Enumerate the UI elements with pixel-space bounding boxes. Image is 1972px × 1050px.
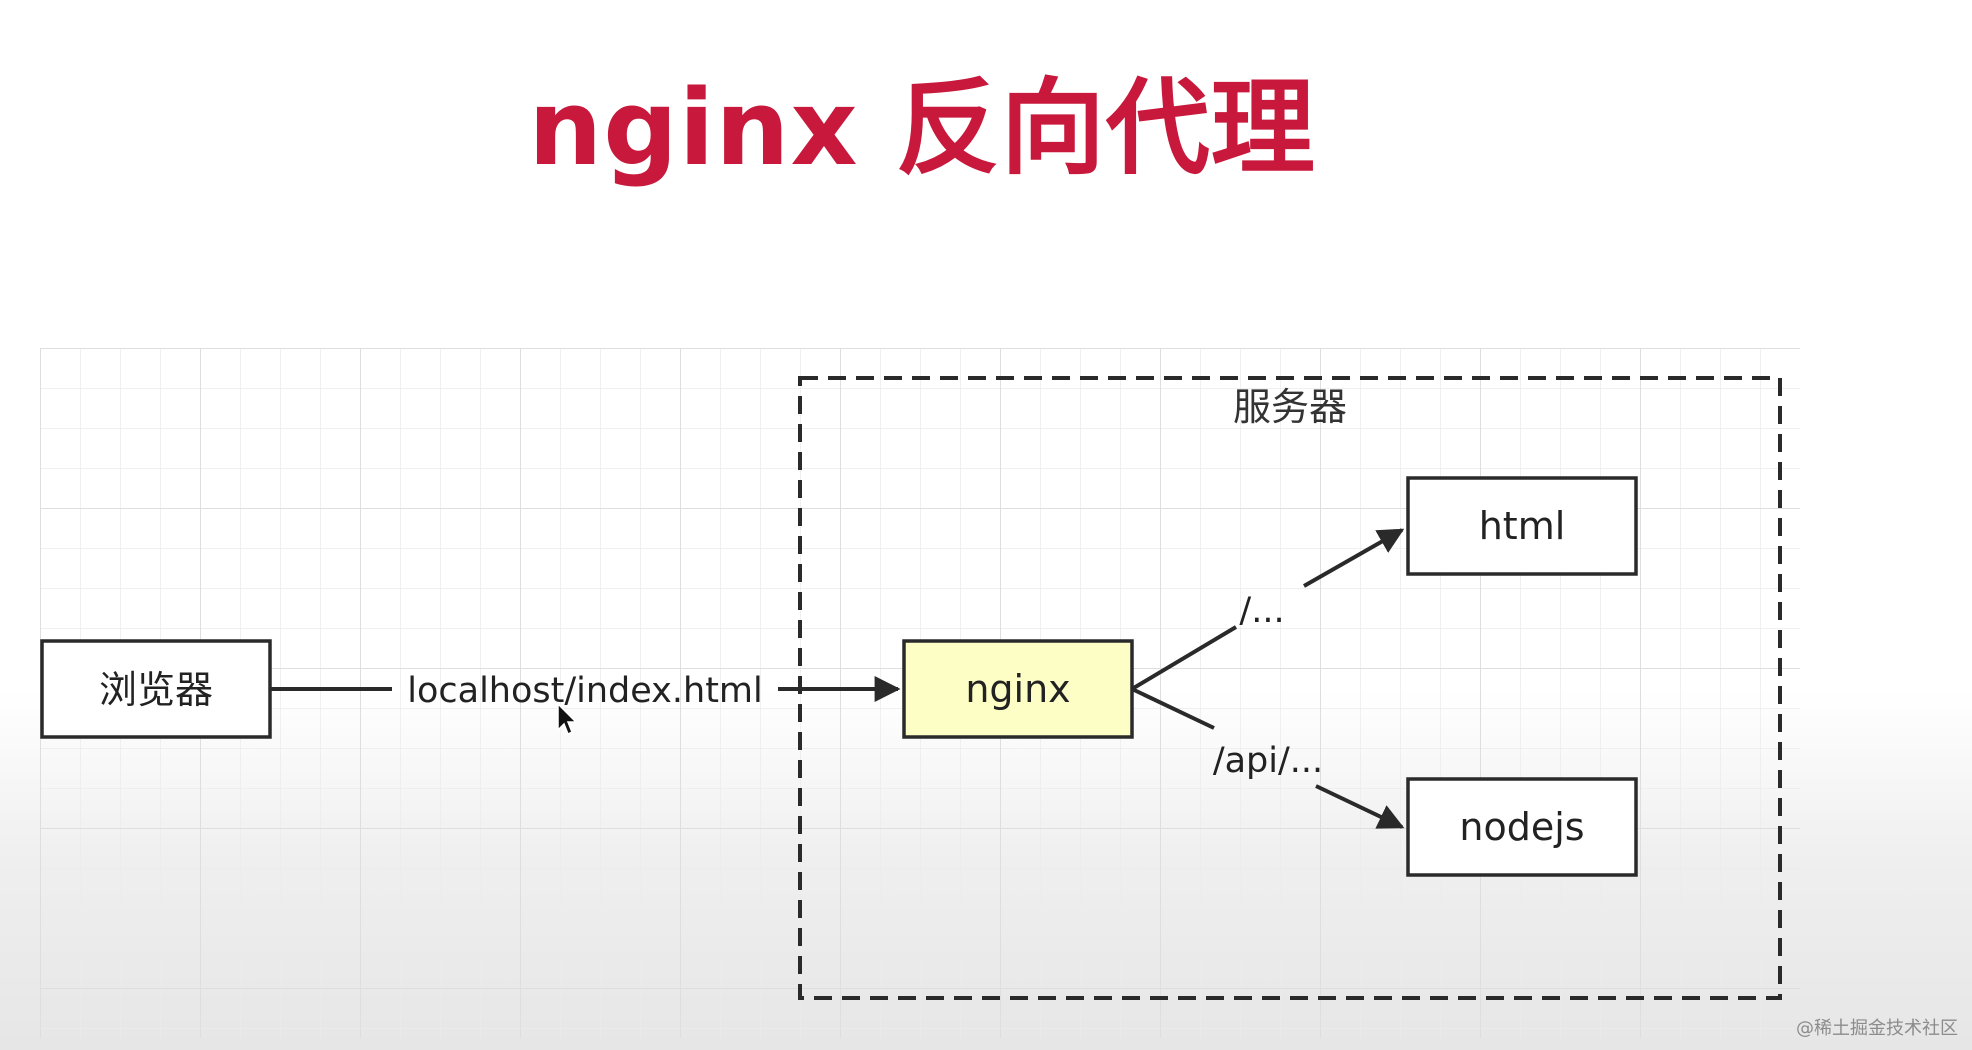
- node-nginx: [902, 639, 1134, 739]
- edge-nginx-to-html-label: /...: [1239, 591, 1284, 631]
- edge-nginx-to-html-b: [1303, 528, 1405, 588]
- page-title: nginx 反向代理: [528, 67, 1316, 189]
- server-container-label: 服务器: [1233, 385, 1347, 429]
- edge-nginx-to-nodejs-b: [1315, 784, 1405, 829]
- node-html: [1406, 476, 1638, 576]
- node-browser-label: 浏览器: [99, 668, 213, 712]
- node-nodejs-label: nodejs: [1459, 805, 1584, 849]
- edge-nginx-to-nodejs-a: [1131, 687, 1215, 730]
- edge-nginx-to-html-a: [1130, 625, 1238, 691]
- node-nginx-label: nginx: [965, 667, 1070, 711]
- mouse-cursor-icon: [557, 702, 578, 736]
- node-html-label: html: [1479, 504, 1566, 548]
- watermark: @稀土掘金技术社区: [1796, 1018, 1958, 1039]
- edge-browser-to-nginx-label: localhost/index.html: [407, 671, 763, 711]
- edge-nginx-to-nodejs-label: /api/...: [1213, 741, 1323, 781]
- node-browser: [40, 639, 272, 739]
- node-nodejs: [1406, 777, 1638, 877]
